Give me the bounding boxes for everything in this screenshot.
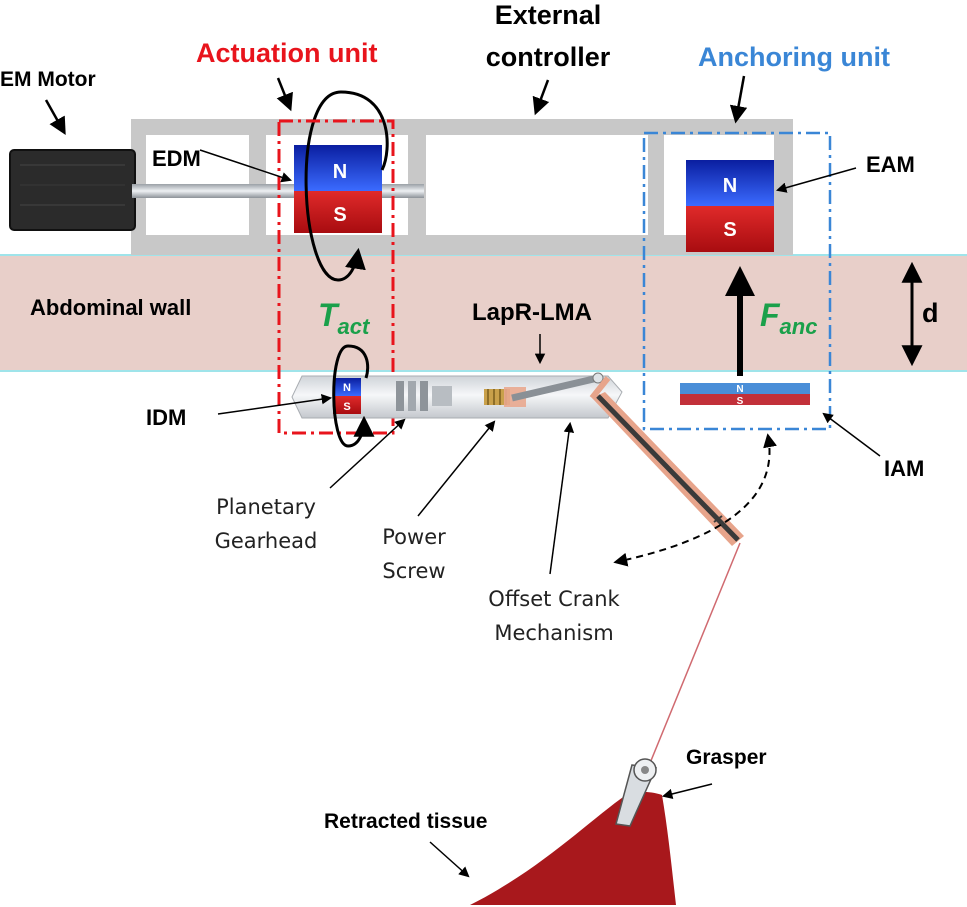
- d-label: d: [922, 298, 939, 328]
- iam-pointer: [822, 412, 881, 457]
- offset-crank-pointer: [549, 421, 575, 575]
- t-act-subscript: act: [338, 314, 371, 339]
- eam-magnet: N S: [686, 160, 774, 252]
- t-act-label: Tact: [318, 297, 371, 339]
- iam-south-pole: S: [737, 396, 744, 407]
- idm-pointer: [217, 393, 333, 415]
- tether-line: [647, 542, 741, 769]
- grasper-pointer: [661, 783, 713, 800]
- retracted-tissue-pointer: [429, 841, 470, 878]
- crank-swing-arrow: [613, 433, 777, 567]
- planetary-gearhead-label-line2: Gearhead: [215, 529, 318, 553]
- em-motor-label: EM Motor: [0, 68, 96, 91]
- anchoring-unit-label: Anchoring unit: [698, 42, 890, 72]
- external-controller-label-line2: controller: [486, 42, 611, 72]
- external-controller-label-line1: External: [495, 0, 602, 30]
- f-anc-subscript: anc: [780, 314, 818, 339]
- edm-label: EDM: [152, 146, 201, 171]
- eam-north-pole: N: [723, 175, 737, 197]
- power-screw-label-line1: Power: [382, 525, 446, 549]
- abdominal-wall-label: Abdominal wall: [30, 295, 191, 320]
- planetary-gearhead-pointer: [329, 418, 406, 489]
- retracted-tissue: [470, 791, 676, 905]
- lapr-lma-label: LapR-LMA: [472, 299, 592, 326]
- idm-label: IDM: [146, 405, 186, 430]
- iam-north-pole: N: [736, 384, 743, 395]
- edm-south-pole: S: [333, 204, 346, 226]
- idm-rotation-arrow: [332, 344, 375, 448]
- idm-south-pole: S: [343, 401, 350, 413]
- em-motor-pointer: [44, 99, 66, 136]
- external-controller-pointer: [532, 79, 550, 116]
- offset-crank-label-line1: Offset Crank: [488, 587, 620, 611]
- power-screw-label-line2: Screw: [382, 559, 445, 583]
- anchoring-unit-pointer: [729, 75, 748, 124]
- grasper: [615, 758, 658, 827]
- f-anc-label: Fanc: [760, 297, 817, 339]
- retracted-tissue-label: Retracted tissue: [324, 810, 487, 833]
- iam-label: IAM: [884, 456, 924, 481]
- edm-north-pole: N: [333, 161, 347, 183]
- edm-pointer: [199, 149, 292, 183]
- t-act-main: T: [318, 297, 340, 333]
- lapr-lma-device: [291, 372, 623, 419]
- offset-crank-label-line2: Mechanism: [494, 621, 613, 645]
- actuation-unit-label: Actuation unit: [196, 38, 377, 68]
- f-anc-main: F: [760, 297, 781, 333]
- eam-south-pole: S: [723, 219, 736, 241]
- anchoring-unit-box: [642, 131, 832, 431]
- iam-magnet: N S: [680, 383, 810, 407]
- grasper-label: Grasper: [686, 746, 767, 769]
- em-motor: [9, 149, 136, 231]
- eam-label: EAM: [866, 152, 915, 177]
- actuation-unit-pointer: [276, 77, 293, 112]
- idm-north-pole: N: [343, 382, 351, 394]
- abdominal-wall-band: [0, 255, 967, 371]
- planetary-gearhead-label-line1: Planetary: [216, 495, 316, 519]
- power-screw-pointer: [417, 420, 496, 517]
- idm-magnet: N S: [333, 378, 361, 414]
- actuation-unit-box: [277, 119, 395, 435]
- edm-rotation-arrow: [304, 90, 389, 282]
- eam-pointer: [775, 167, 857, 193]
